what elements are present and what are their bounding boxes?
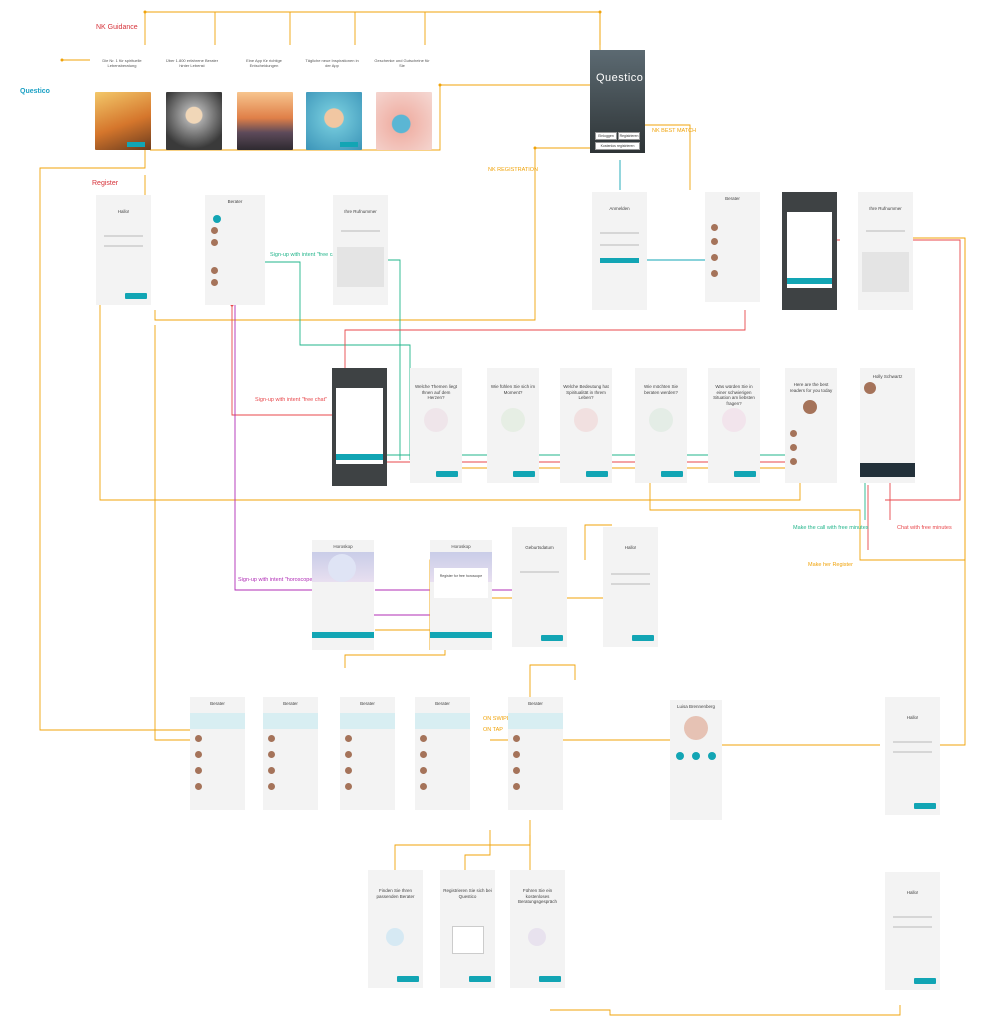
list-screen-3: Berater — [340, 697, 395, 810]
register-hallo-screen: Hallo! — [96, 195, 151, 305]
guidance-photo-5 — [376, 92, 432, 150]
question-screen-2: Wie fühlen Sie sich im Moment? — [487, 368, 539, 483]
final-hallo-screen: Hallo! — [885, 697, 940, 815]
guidance-caption-5: Geschenke und Gutscheine für Sie — [374, 58, 430, 68]
onboarding-screen-1: Finden Sie Ihren passenden Berater — [368, 870, 423, 988]
anmelden-title: Anmelden — [609, 206, 630, 211]
horoscope-hallo-screen: Hallo! — [603, 527, 658, 647]
keypad[interactable] — [337, 247, 384, 287]
question-screen-1: Welche Themen liegt Ihnen auf dem Herzen… — [410, 368, 462, 483]
label-free-call: Sign-up with intent "free call" — [270, 252, 340, 258]
berater-list-screen: Berater — [205, 195, 265, 305]
guidance-photo-4 — [306, 92, 362, 150]
horoscope-screen: Horoskop — [312, 540, 374, 650]
label-make-register: Make her Register — [808, 562, 853, 568]
berater-title: Berater — [227, 199, 243, 204]
brand-logo: Questico — [20, 88, 50, 95]
login-button[interactable]: Einloggen — [595, 132, 617, 140]
guidance-weiter-1[interactable] — [127, 142, 145, 147]
guidance-caption-3: Eine App für richtige Entscheidungen — [246, 58, 282, 68]
list-screen-5: Berater — [508, 697, 563, 810]
label-on-tap: ON TAP — [483, 727, 503, 733]
question-screen-3: Welche Bedeutung hat Spiritualität in Ih… — [560, 368, 612, 483]
list-screen-2: Berater — [263, 697, 318, 810]
question-screen-5: Was würden Sie in einer schwierigen Situ… — [708, 368, 760, 483]
label-chat-free: Chat with free minutes — [897, 525, 952, 531]
guidance-weiter-4[interactable] — [340, 142, 358, 147]
berater-list-screen-2: Berater — [705, 192, 760, 302]
guidance-photo-3 — [237, 92, 293, 150]
best-readers-screen: Here are the best readers for you today — [785, 368, 837, 483]
guidance-photo-1 — [95, 92, 151, 150]
onboarding-screen-3: Führen Sie ein kostenloses Beratungsgesp… — [510, 870, 565, 988]
register-title: Register — [92, 180, 119, 187]
label-registration: NK REGISTRATION — [488, 167, 539, 173]
guidance-caption-1: Die Nr. 1 für spirituelle Lebensberatung — [102, 58, 142, 68]
rufnummer-title: Ihre Rufnummer — [344, 209, 377, 214]
chat-modal-screen — [782, 192, 837, 310]
trial-button[interactable]: Kostenlos registrieren — [595, 142, 640, 150]
label-best-match: NK BEST MATCH — [652, 128, 697, 134]
rufnummer-screen-1: Ihre Rufnummer — [333, 195, 388, 305]
register-button[interactable]: Registrieren — [618, 132, 640, 140]
question-screen-4: Wie möchten Sie beraten werden? — [635, 368, 687, 483]
onboarding-hallo-screen: Hallo! — [885, 872, 940, 990]
launch-screen: Questico Einloggen Registrieren Kostenlo… — [590, 50, 645, 153]
label-horoscope: Sign-up with intent "horoscope" — [238, 577, 315, 583]
label-make-call: Make the call with free minutes — [793, 525, 869, 531]
label-free-chat: Sign-up with intent "free chat" — [255, 397, 328, 403]
hallo-weiter[interactable] — [125, 293, 147, 299]
list-screen-4: Berater — [415, 697, 470, 810]
guidance-caption-4: Tägliche neue Inspirationen in der App — [305, 58, 359, 68]
horoscope-register-screen: Horoskop Register for free horoscope — [430, 540, 492, 650]
reader-profile-screen: Luisa Brennenberg — [670, 700, 722, 820]
rufnummer-screen-2: Ihre Rufnummer — [858, 192, 913, 310]
guidance-photo-2 — [166, 92, 222, 150]
guidance-caption-2: Über 1.800 erfahrene Berater hinter Lebe… — [165, 58, 219, 68]
launch-logo: Questico — [596, 72, 644, 84]
label-on-swipe: ON SWIPE — [483, 716, 511, 722]
list-screen-1: Berater — [190, 697, 245, 810]
hallo-title: Hallo! — [117, 209, 130, 214]
anmelden-screen: Anmelden — [592, 192, 647, 310]
birthdate-screen: Geburtsdatum — [512, 527, 567, 647]
onboarding-screen-2: Registrieren Sie sich bei Questico — [440, 870, 495, 988]
free-chat-modal — [332, 368, 387, 486]
guidance-title: NK Guidance — [96, 24, 138, 31]
profile-screen: Holly Schwartz — [860, 368, 915, 483]
